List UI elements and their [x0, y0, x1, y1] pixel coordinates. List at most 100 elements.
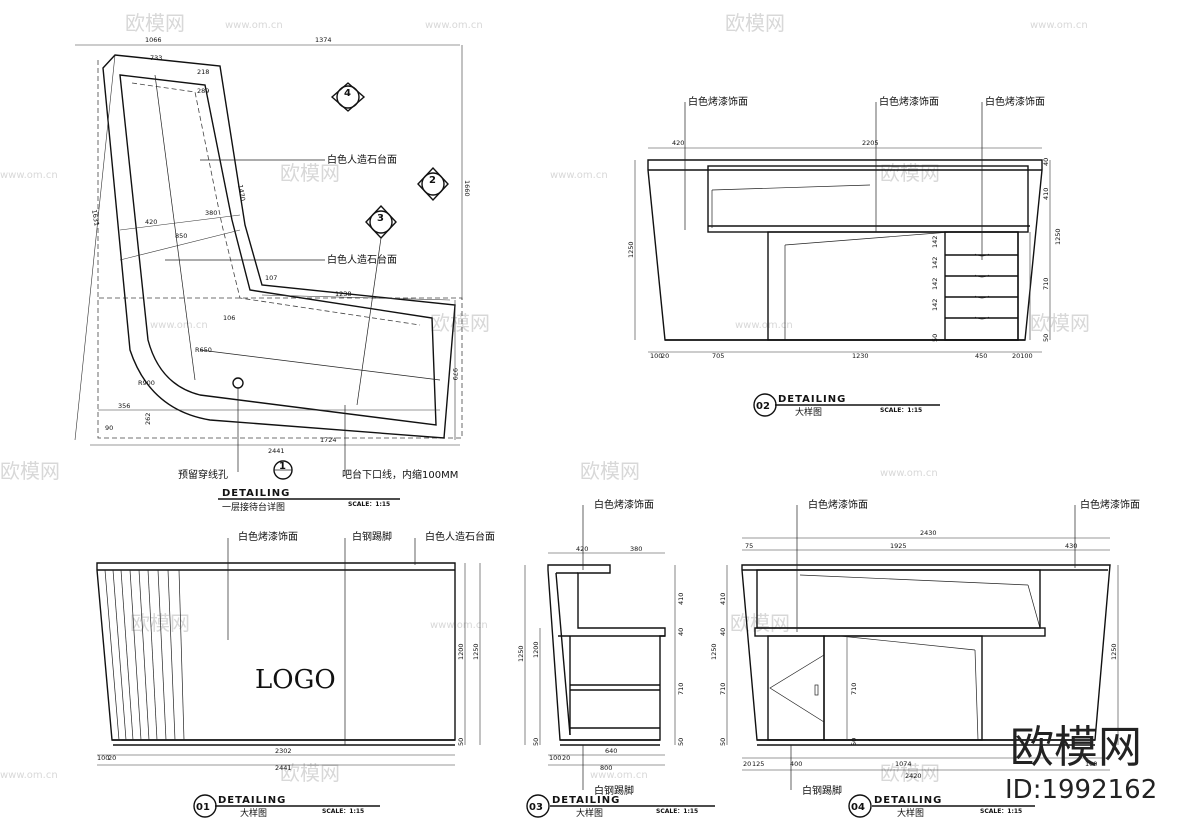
section-marker-number: 2 — [429, 175, 436, 186]
dim-text: 1066 — [145, 36, 162, 44]
view02-subtitle: 大样图 — [795, 406, 822, 418]
dim-text: 1631 — [90, 209, 101, 227]
elevation-02-hatch — [711, 184, 871, 191]
dim-text: 710 — [1042, 278, 1050, 290]
view02-number: 02 — [756, 401, 770, 412]
dim-text: 40 — [677, 628, 685, 636]
watermark-domain: www.om.cn — [225, 20, 283, 31]
elevation-01-body — [96, 562, 456, 741]
view02-title: DETAILING — [778, 394, 846, 405]
elevation-02-drawer-stack — [944, 231, 1019, 341]
drawer-handle-icon — [974, 274, 990, 278]
watermark-domain: www.om.cn — [880, 468, 938, 479]
view03-label-b: 白钢踢脚 — [594, 784, 634, 797]
view02-scale: SCALE：1:15 — [880, 407, 922, 414]
dim-line — [119, 214, 241, 231]
watermark-domain: www.om.cn — [0, 770, 58, 781]
elevation-04-hatch — [799, 574, 1029, 586]
title-number-circle — [526, 794, 550, 818]
view04-label-b: 白色烤漆饰面 — [1080, 498, 1140, 511]
elevation-01-fluting — [104, 569, 185, 741]
watermark-brand: 欧模网 — [430, 311, 490, 335]
plan-subtitle: 一层接待台详图 — [222, 501, 285, 513]
door-handle-icon — [814, 684, 819, 696]
dim-text: 2441 — [275, 764, 292, 772]
view04-number: 04 — [851, 802, 865, 813]
elevation-01: LOGO 1200 1250 50 100 20 2302 2441 白色烤漆饰… — [96, 530, 495, 819]
dim-text: 142 — [931, 278, 939, 290]
dim-text: R900 — [138, 379, 155, 387]
dim-text: 2302 — [275, 747, 292, 755]
dim-text: 979 — [451, 368, 459, 380]
watermark-brand: 欧模网 — [880, 161, 940, 185]
view01-title: DETAILING — [218, 795, 286, 806]
view02-title-block: 02 DETAILING 大样图 SCALE：1:15 — [753, 393, 940, 418]
plan-label-stone-top-1: 白色人造石台面 — [327, 153, 397, 166]
dim-text: 430 — [1065, 542, 1077, 550]
drawer-handle-icon — [974, 316, 990, 320]
watermark-domain: www.om.cn — [150, 320, 208, 331]
dim-text: 1250 — [1110, 643, 1118, 660]
dim-text: 1200 — [532, 641, 540, 658]
dim-text: 356 — [118, 402, 130, 410]
watermark-brand: 欧模网 — [580, 459, 640, 483]
view02-label-a: 白色烤漆饰面 — [688, 95, 748, 108]
dim-text: 20 — [108, 754, 116, 762]
flute-line — [112, 569, 127, 741]
elevation-02-top-panel — [707, 165, 1029, 233]
view01-scale: SCALE：1:15 — [322, 808, 364, 815]
dim-text: 142 — [931, 236, 939, 248]
view03-label-a: 白色烤漆饰面 — [594, 498, 654, 511]
view03-scale: SCALE：1:15 — [656, 808, 698, 815]
dim-text: 1660 — [463, 180, 471, 197]
dim-text: 142 — [931, 257, 939, 269]
dim-text: 50 — [677, 738, 685, 746]
dim-text: 1724 — [320, 436, 337, 444]
dim-text: 50 — [719, 738, 727, 746]
flute-line — [138, 569, 150, 741]
watermark-domain: www.om.cn — [735, 320, 793, 331]
dim-text: 1250 — [627, 241, 635, 258]
watermark-brand: 欧模网 — [880, 761, 940, 785]
section-marker-diamond — [417, 166, 449, 202]
view04-label-c: 白钢踢脚 — [802, 784, 842, 797]
cable-hole-mark — [232, 377, 244, 389]
section-03-line — [555, 572, 571, 736]
dim-text: 710 — [677, 683, 685, 695]
brand-id: ID:1992162 — [1005, 775, 1157, 805]
dim-text: 106 — [223, 314, 235, 322]
plan-label-stone-top-2: 白色人造石台面 — [327, 253, 397, 266]
dim-text: 380 — [205, 209, 217, 217]
elevation-01-logo: LOGO — [255, 665, 336, 695]
plan-divider — [199, 349, 441, 381]
view01-label-a: 白色烤漆饰面 — [238, 530, 298, 543]
watermark-brand: 欧模网 — [125, 11, 185, 35]
dim-text: 1238 — [335, 290, 352, 298]
elevation-04-hatch — [1027, 584, 1041, 629]
brand-name: 欧模网 — [1010, 722, 1142, 773]
watermark-domain: www.om.cn — [550, 170, 608, 181]
elevation-02-hatch — [784, 231, 951, 246]
view01-label-c: 白色人造石台面 — [425, 530, 495, 543]
dim-text: 50 — [532, 738, 540, 746]
dim-text: 710 — [850, 683, 858, 695]
view04-title-block: 04 DETAILING 大样图 SCALE：1:15 — [848, 794, 1035, 819]
dim-line — [261, 294, 451, 301]
view04-label-a: 白色烤漆饰面 — [808, 498, 868, 511]
plan-divider — [154, 74, 196, 381]
dim-text: 100 — [650, 352, 662, 360]
view01-label-b: 白钢踢脚 — [352, 530, 392, 543]
plan-dashed-boundary — [97, 60, 463, 439]
plan-label-cable-hole: 预留穿线孔 — [178, 468, 228, 481]
section-marker-number: 4 — [344, 88, 351, 99]
dim-text: 400 — [790, 760, 802, 768]
dim-text: 20100 — [1012, 352, 1033, 360]
section-marker-circle — [369, 210, 393, 234]
elevation-04-counter-edge — [754, 627, 1046, 637]
dim-text: 420 — [672, 139, 684, 147]
title-number-circle — [848, 794, 872, 818]
dim-text: 1230 — [852, 352, 869, 360]
section-marker-circle — [336, 85, 360, 109]
dim-line — [74, 54, 116, 441]
